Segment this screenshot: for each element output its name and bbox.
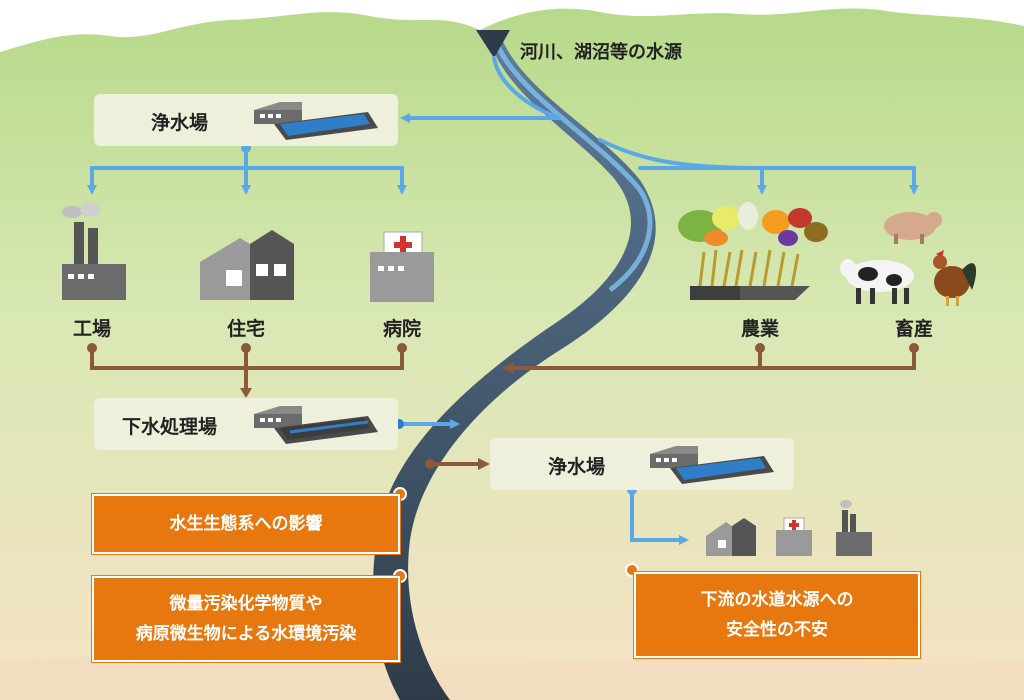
rice-field-icon [690, 249, 810, 300]
vegetables-icon [678, 202, 828, 246]
downstream-house-icon [706, 518, 756, 556]
waste-flow-lines [90, 346, 916, 466]
chicken-icon [933, 250, 977, 306]
house-icon [200, 230, 294, 300]
water-plant-top-label: 浄水場 [151, 112, 209, 134]
downstream-factory-icon [836, 500, 872, 556]
issue-pollution: 微量汚染化学物質や 病原微生物による水環境汚染 [92, 576, 400, 662]
issue-ecosystem-text: 水生生態系への影響 [169, 514, 323, 534]
sewage-plant-icon [254, 406, 378, 444]
facility-agriculture-label: 農業 [740, 318, 779, 340]
hospital-icon [370, 231, 434, 302]
facility-livestock-label: 畜産 [894, 318, 933, 340]
sewage-plant-label: 下水処理場 [122, 416, 218, 438]
water-plant-downstream-icon [650, 446, 774, 484]
facility-factory-label: 工場 [72, 318, 111, 340]
issue-ecosystem: 水生生態系への影響 [92, 494, 400, 554]
water-source-label: 河川、湖沼等の水源 [520, 42, 682, 63]
cow-icon [840, 259, 914, 304]
issue-pollution-line2: 病原微生物による水環境汚染 [135, 624, 357, 644]
issue-safety-line2: 安全性の不安 [726, 620, 828, 640]
clean-flow-lines [87, 56, 919, 545]
downstream-hospital-icon [776, 517, 812, 556]
issue-pollution-line1: 微量汚染化学物質や [169, 594, 323, 614]
water-plant-downstream-label: 浄水場 [548, 456, 606, 478]
pig-icon [884, 212, 942, 244]
issue-safety: 下流の水道水源への 安全性の不安 [634, 572, 920, 658]
facility-hospital-label: 病院 [382, 318, 421, 340]
issue-safety-line1: 下流の水道水源への [700, 590, 854, 610]
water-plant-top-icon [254, 102, 378, 140]
facility-house-label: 住宅 [226, 318, 265, 340]
factory-icon [62, 203, 126, 300]
